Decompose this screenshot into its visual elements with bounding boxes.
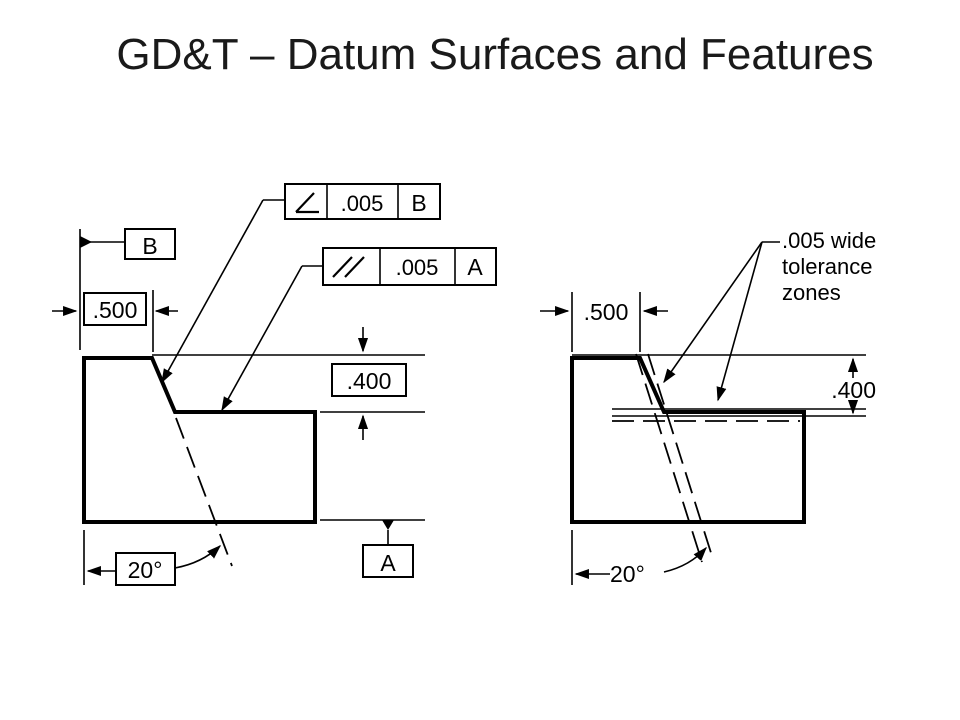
angularity-icon — [295, 192, 319, 214]
tolerance-note-line3: zones — [782, 280, 841, 305]
tolerance-zone-lines — [612, 353, 866, 563]
fcf-parallelism-tolerance: .005 — [396, 255, 439, 280]
fcf-parallelism: .005 A — [221, 247, 497, 412]
left-angle-20: 20° — [83, 417, 233, 586]
left-dim-500-value: .500 — [93, 297, 138, 323]
right-part-outline — [570, 356, 806, 524]
datum-a-symbol: A — [320, 519, 425, 578]
right-dim-400-value: .400 — [831, 377, 876, 403]
tolerance-note-line1: .005 wide — [782, 228, 876, 253]
fcf-angularity: .005 B — [161, 183, 441, 384]
right-dim-400: .400 — [572, 354, 876, 415]
parallelism-icon — [332, 256, 365, 278]
fcf-angularity-datum: B — [411, 190, 426, 216]
fcf-angularity-tolerance: .005 — [341, 191, 384, 216]
tolerance-note-line2: tolerance — [782, 254, 873, 279]
slide-title: GD&T – Datum Surfaces and Features — [116, 30, 874, 79]
right-dim-500-value: .500 — [584, 299, 629, 325]
right-angle-20: 20° — [571, 530, 707, 587]
tolerance-zone-note: .005 wide tolerance zones — [663, 228, 876, 402]
left-view: B .500 .005 B .005 A — [52, 183, 497, 586]
right-angle-20-value: 20° — [610, 561, 645, 587]
left-dim-400-value: .400 — [347, 368, 392, 394]
fcf-parallelism-datum: A — [467, 254, 483, 280]
left-dim-500: .500 — [52, 290, 178, 352]
right-dim-500: .500 — [540, 292, 668, 352]
left-dim-400: .400 — [152, 327, 425, 440]
left-angle-20-value: 20° — [128, 557, 163, 583]
datum-a-label: A — [380, 550, 396, 576]
left-part-outline — [82, 356, 317, 524]
datum-b-label: B — [142, 233, 157, 259]
datum-b-symbol: B — [79, 228, 176, 350]
right-view: .500 .005 wide tolerance zones .400 — [540, 228, 876, 587]
